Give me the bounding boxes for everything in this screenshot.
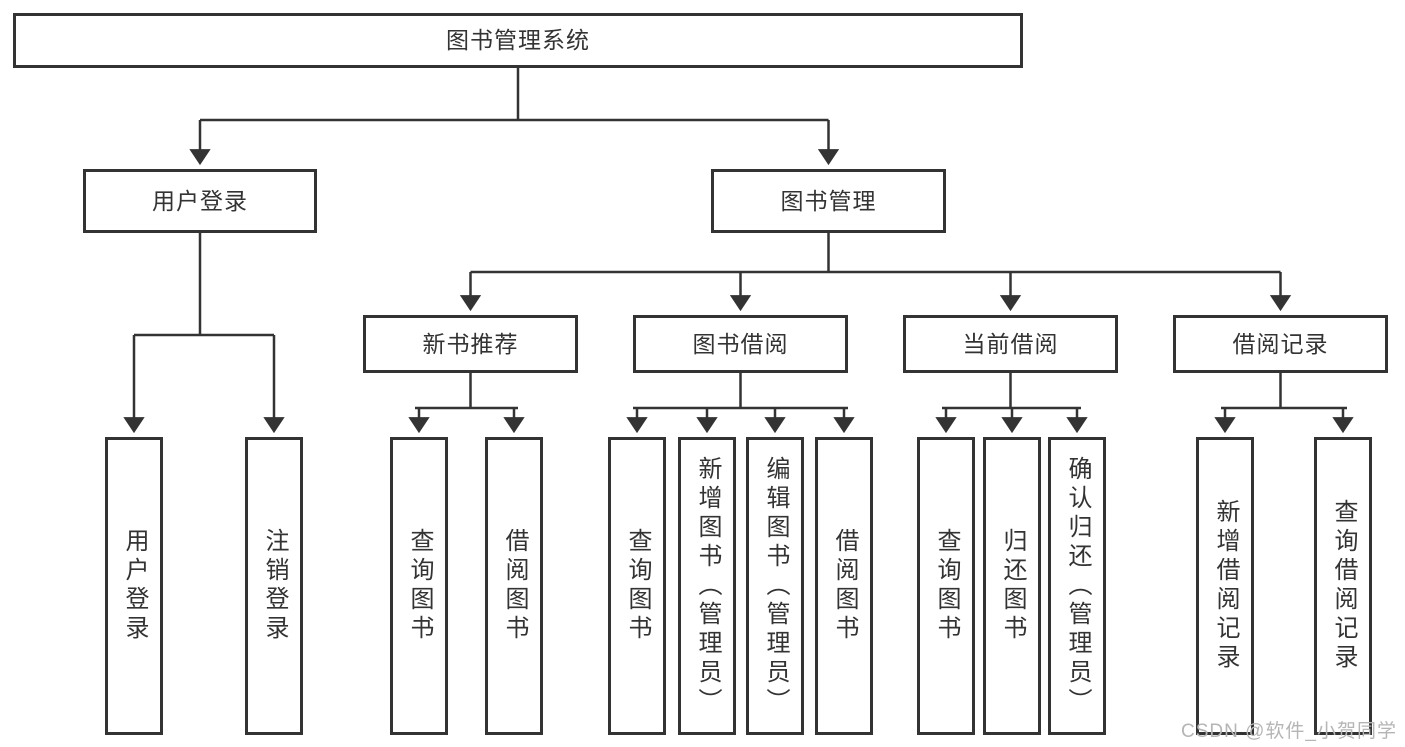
node-edit-books-admin: 编辑图书（管理员）	[746, 437, 804, 735]
node-add-books-admin: 新增图书（管理员）	[678, 437, 736, 735]
node-library-management-system: 图书管理系统	[13, 13, 1023, 68]
node-current-borrowing: 当前借阅	[903, 315, 1118, 373]
node-add-borrow-record: 新增借阅记录	[1196, 437, 1254, 735]
node-new-book-recommendation: 新书推荐	[363, 315, 578, 373]
node-borrowing-records: 借阅记录	[1173, 315, 1388, 373]
node-query-books: 查询图书	[917, 437, 975, 735]
node-book-borrowing: 图书借阅	[633, 315, 848, 373]
node-query-books: 查询图书	[608, 437, 666, 735]
node-borrow-books: 借阅图书	[815, 437, 873, 735]
node-user-login-action: 用户登录	[105, 437, 163, 735]
csdn-watermark: CSDN @软件_小贺同学	[1181, 721, 1397, 742]
node-borrow-books: 借阅图书	[485, 437, 543, 735]
node-confirm-return-admin: 确认归还（管理员）	[1048, 437, 1106, 735]
node-query-books: 查询图书	[390, 437, 448, 735]
node-logout-action: 注销登录	[245, 437, 303, 735]
node-user-login: 用户登录	[83, 169, 317, 233]
node-return-books: 归还图书	[983, 437, 1041, 735]
node-query-borrow-record: 查询借阅记录	[1314, 437, 1372, 735]
node-book-management: 图书管理	[711, 169, 946, 233]
